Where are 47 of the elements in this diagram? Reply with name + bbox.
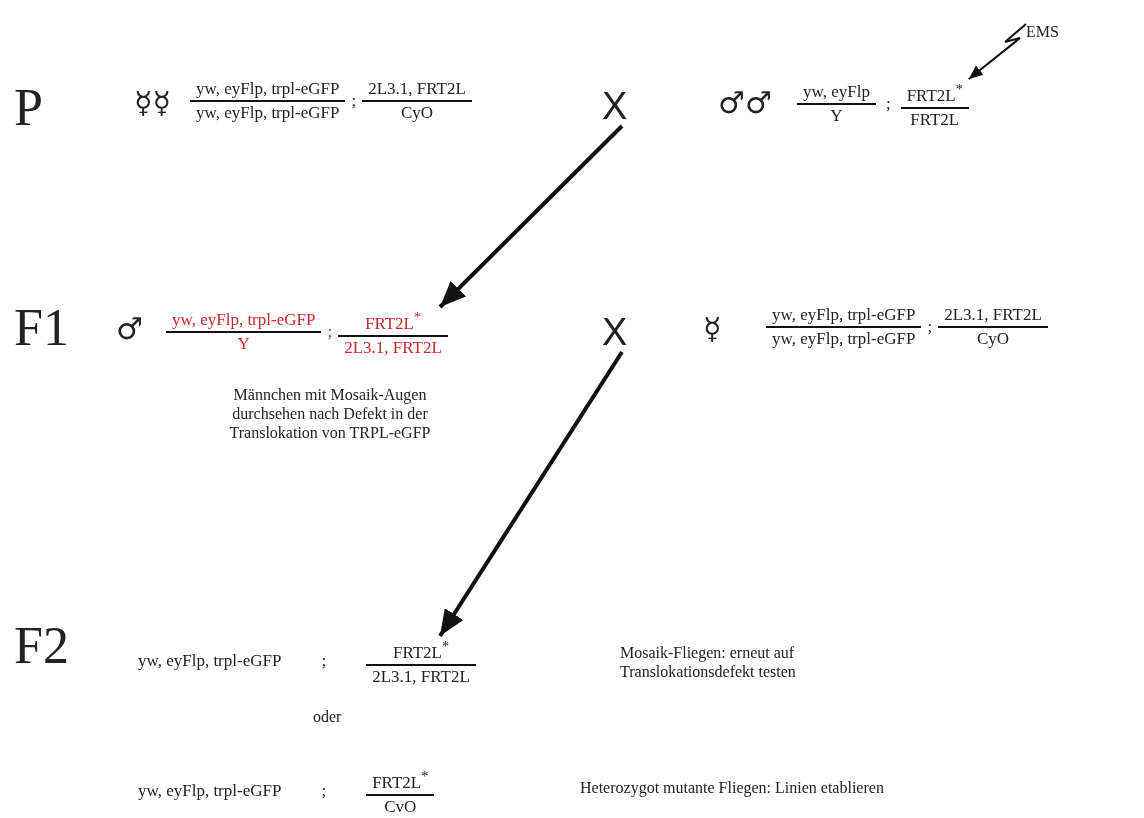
allele-text: FRT2L$^{*}$ [905, 80, 964, 106]
allele-text: Y [829, 106, 844, 127]
male-symbol: ♂♂ [718, 86, 772, 120]
allele-text: CvO [383, 796, 418, 817]
note-text: Mosaik-Fliegen: erneut auf Translokationsdefekt testen [620, 643, 797, 681]
female-symbol: ☿☿ [134, 86, 171, 120]
separator: ; [321, 651, 327, 672]
generation-label: F1 [14, 300, 69, 356]
allele-text: yw, eyFlp, trpl-eGFP [771, 329, 917, 349]
allele-text: yw, eyFlp, trpl-eGFP [771, 305, 917, 325]
separator: ; [327, 322, 333, 343]
generation-label: F2 [14, 618, 69, 674]
separator: ; [321, 781, 327, 802]
allele-text: 2L3.1, FRT2L [367, 79, 467, 99]
genotype [766, 305, 1048, 349]
cross-sign: X [600, 86, 630, 126]
mutagen-label: EMS [1026, 22, 1059, 41]
allele-text: yw, eyFlp, trpl-eGFP [138, 781, 282, 802]
allele-text: 2L3.1, FRT2L [371, 666, 471, 687]
allele-text: FRT2L$^{*}$ [391, 637, 451, 663]
generation-label: P [14, 80, 43, 136]
allele-text: 2L3.1, FRT2L [943, 305, 1043, 325]
female-symbol: ☿ [703, 312, 722, 346]
allele-text: yw, eyFlp, trpl-eGFP [138, 651, 282, 672]
allele-text: CyO [399, 103, 435, 123]
allele-text: FRT2L [909, 109, 961, 130]
allele-text: yw, eyFlp, trpl-eGFP [195, 79, 341, 99]
note-text: Heterozygot mutante Fliegen: Linien etablieren [580, 778, 885, 797]
note-text: Männchen mit Mosaik-Augen durchsehen nach Defekt in der Translokation von TRPL-eGFP [228, 385, 432, 442]
separator: ; [927, 317, 933, 337]
cross-sign: X [600, 312, 630, 352]
allele-text: yw, eyFlp, trpl-eGFP [171, 310, 317, 331]
allele-text: yw, eyFlp, trpl-eGFP [195, 103, 341, 123]
male-symbol: ♂ [116, 312, 143, 346]
allele-text: FRT2L$^{*}$ [363, 308, 423, 334]
connector-word: oder [313, 707, 342, 726]
lightning-arrow [967, 23, 1027, 80]
genotype [190, 79, 472, 123]
separator: ; [885, 94, 891, 115]
arrow [438, 350, 624, 638]
allele-text: Y [236, 334, 251, 355]
allele-text: CyO [975, 329, 1011, 349]
allele-text: FRT2L$^{*}$ [371, 767, 430, 793]
separator: ; [351, 91, 357, 111]
arrow [438, 124, 624, 309]
allele-text: yw, eyFlp [802, 82, 871, 103]
allele-text: 2L3.1, FRT2L [343, 337, 443, 358]
